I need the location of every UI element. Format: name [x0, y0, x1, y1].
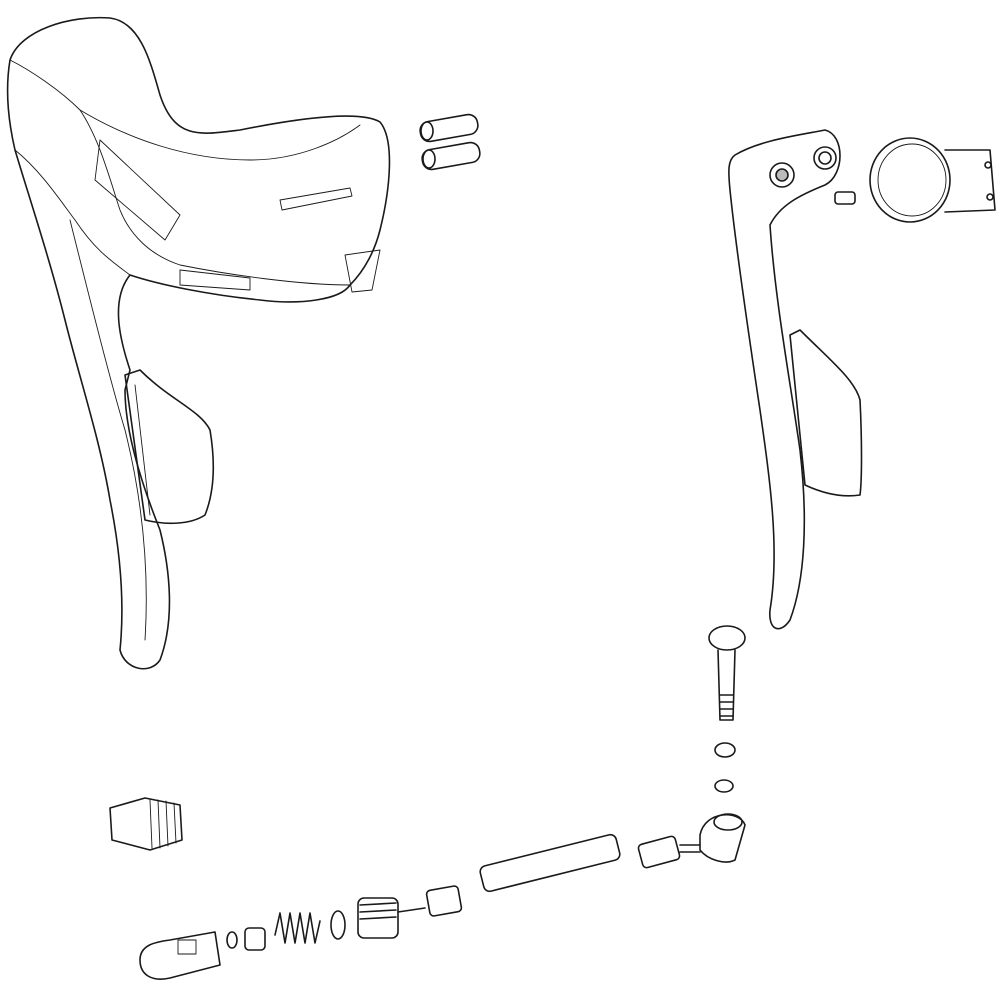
pivot-bolt [708, 625, 746, 721]
washer [714, 742, 736, 758]
shift-brake-lever-body [6, 16, 391, 670]
compression-nut [637, 835, 681, 869]
spring [274, 912, 321, 944]
clamp-band [834, 137, 996, 223]
bleed-port [109, 797, 183, 851]
pivot-pins [419, 113, 481, 171]
banjo-fitting [679, 813, 746, 863]
ferrule [425, 885, 463, 917]
hose [479, 833, 621, 893]
brake-lever-blade [728, 129, 863, 630]
o-ring [714, 779, 734, 793]
piston [226, 927, 266, 951]
reservoir-cap [139, 931, 221, 980]
hose-barb [357, 897, 426, 939]
o-ring [330, 910, 346, 940]
